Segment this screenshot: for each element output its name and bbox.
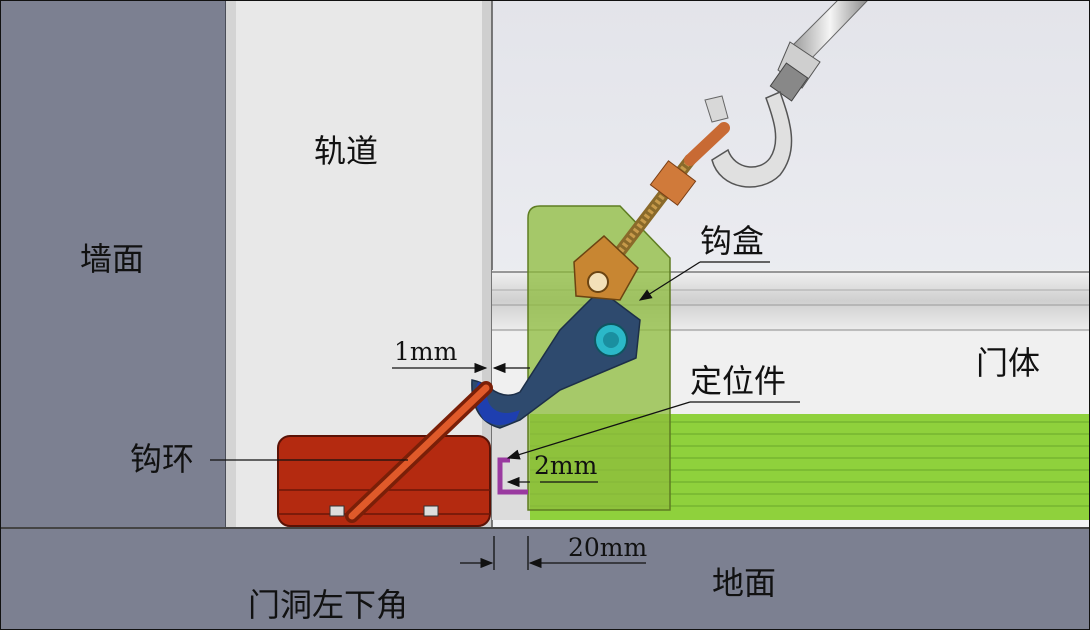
hook-box-label: 钩盒 <box>700 222 764 260</box>
bracket <box>573 234 639 301</box>
locator-label: 定位件 <box>690 362 786 400</box>
door-body-label: 门体 <box>976 344 1040 382</box>
dim-1mm: 1mm <box>394 337 458 366</box>
dim-20mm: 20mm <box>568 533 648 562</box>
ground-label: 地面 <box>712 564 776 602</box>
track-label: 轨道 <box>314 132 378 170</box>
ground <box>0 528 1090 630</box>
lifting-hook <box>704 0 869 188</box>
wall <box>0 0 226 530</box>
door-corner-label: 门洞左下角 <box>248 586 408 624</box>
locator <box>497 457 528 495</box>
hook-ring-label: 钩环 <box>130 440 194 478</box>
dim-2mm: 2mm <box>534 451 598 480</box>
wall-label: 墙面 <box>80 240 144 278</box>
hook-ring-rod <box>345 381 493 523</box>
